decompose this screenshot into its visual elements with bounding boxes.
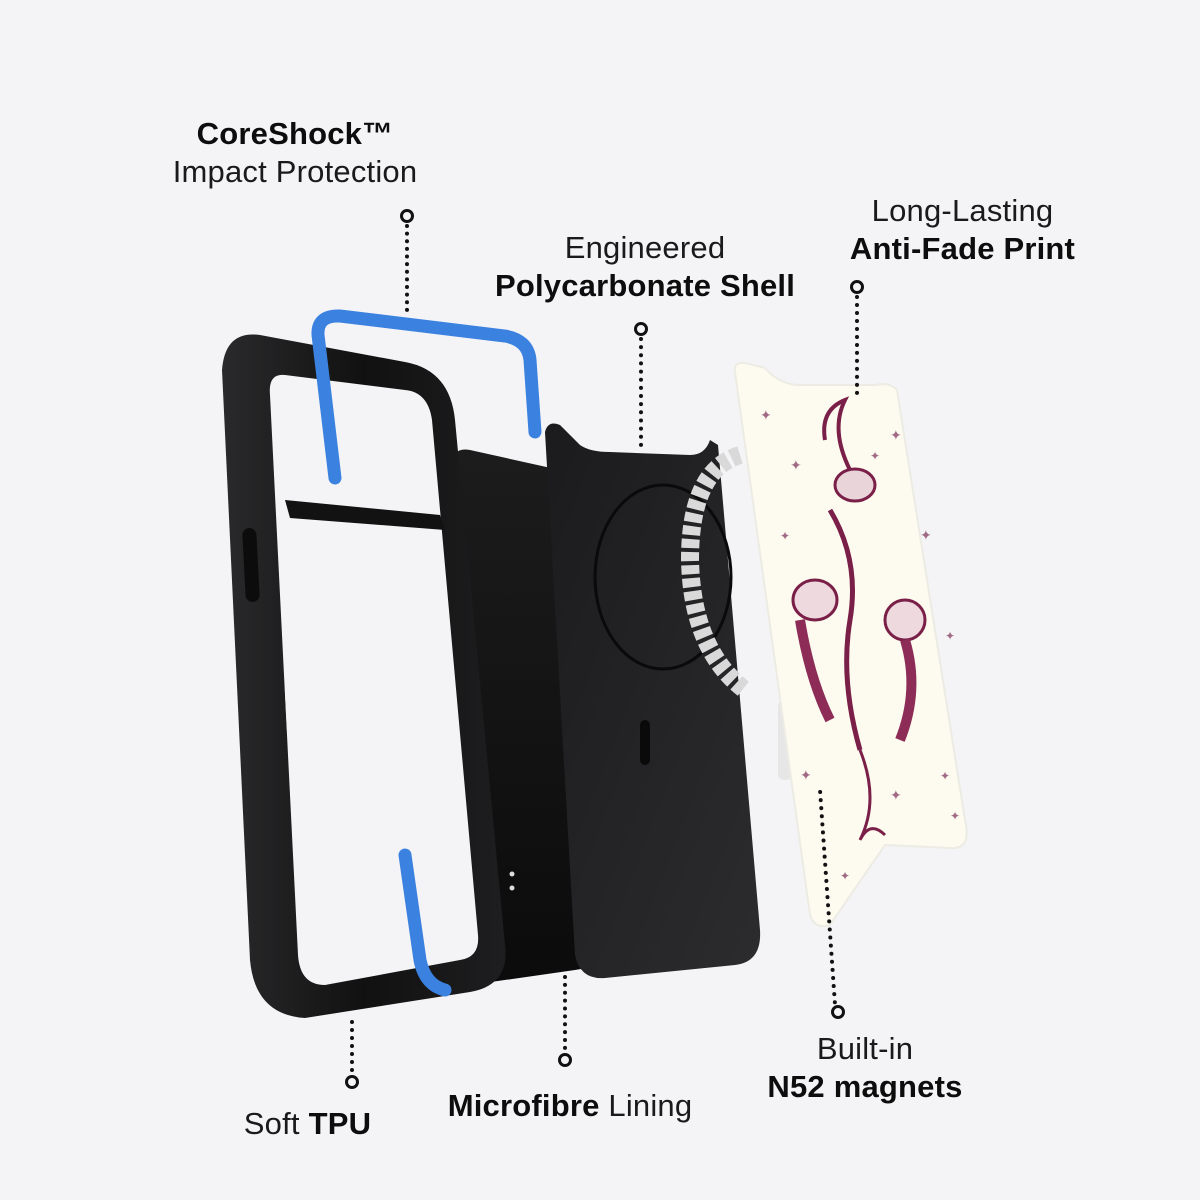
svg-text:✦: ✦ [780,529,790,543]
svg-text:✦: ✦ [950,809,960,823]
svg-text:✦: ✦ [790,457,802,473]
callout-soft-tpu-line [350,1020,354,1072]
callout-coreshock: CoreShock™ Impact Protection [145,115,445,191]
callout-coreshock-title: CoreShock™ [196,116,394,151]
callout-soft-tpu: Soft TPU [220,1105,395,1143]
callout-magnets: Built-in N52 magnets [740,1030,990,1106]
svg-text:✦: ✦ [920,527,932,543]
callout-anti-fade-title: Anti-Fade Print [849,231,1076,266]
callout-coreshock-dot [400,209,414,223]
callout-polycarbonate-subtitle: Engineered [564,230,726,265]
callout-anti-fade-line [855,295,859,395]
callout-magnets-dot [831,1005,845,1019]
callout-coreshock-line [405,224,409,312]
callout-anti-fade-dot [850,280,864,294]
callout-polycarbonate-line [639,337,643,447]
callout-microfibre-line [563,975,567,1050]
svg-text:✦: ✦ [945,629,955,643]
callout-polycarbonate-dot [634,322,648,336]
callout-anti-fade: Long-Lasting Anti-Fade Print [825,192,1100,268]
callout-soft-tpu-prefix: Soft [243,1106,300,1141]
tpu-bumper-frame [222,334,516,1018]
callout-anti-fade-subtitle: Long-Lasting [871,193,1054,228]
svg-text:✦: ✦ [800,767,812,783]
callout-polycarbonate-title: Polycarbonate Shell [494,268,796,303]
polycarbonate-shell [545,423,761,979]
svg-text:✦: ✦ [840,869,850,883]
callout-microfibre-suffix: Lining [608,1088,693,1123]
callout-polycarbonate: Engineered Polycarbonate Shell [470,229,820,305]
printed-back-plate: ✦ ✦ ✦ ✦ ✦ ✦ ✦ ✦ ✦ ✦ ✦ ✦ [733,361,968,928]
svg-text:✦: ✦ [940,769,950,783]
callout-magnets-subtitle: Built-in [816,1031,914,1066]
svg-text:✦: ✦ [760,407,772,423]
callout-microfibre-dot [558,1053,572,1067]
callout-microfibre: Microfibre Lining [420,1087,720,1125]
callout-microfibre-title: Microfibre [447,1088,600,1123]
callout-magnets-title: N52 magnets [767,1069,963,1104]
callout-soft-tpu-title: TPU [308,1106,372,1141]
svg-text:✦: ✦ [890,427,902,443]
callout-soft-tpu-dot [345,1075,359,1089]
svg-text:✦: ✦ [870,449,880,463]
svg-text:✦: ✦ [890,787,902,803]
coreshock-inserts [311,309,542,997]
callout-coreshock-subtitle: Impact Protection [172,154,418,189]
